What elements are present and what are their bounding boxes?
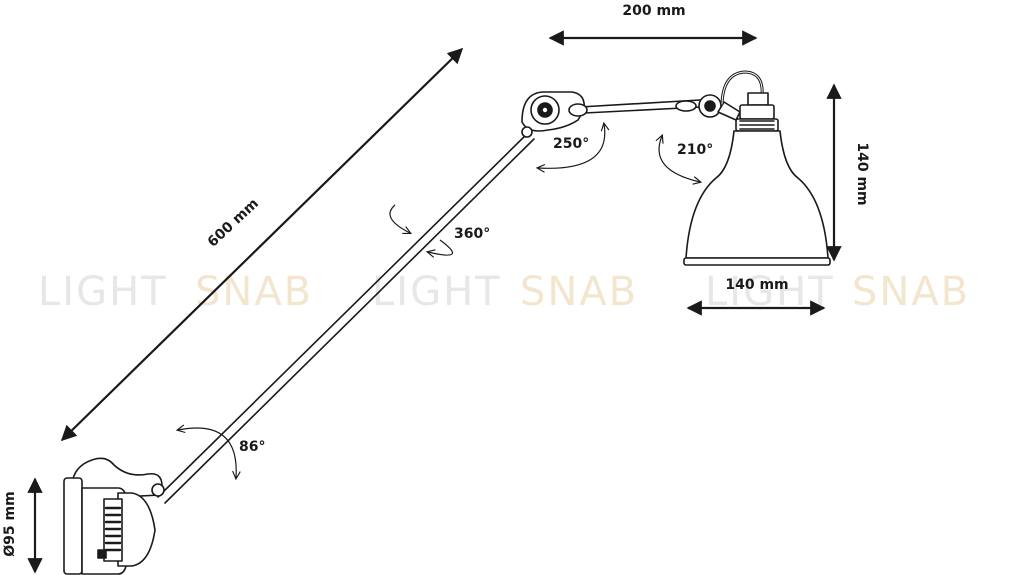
watermark-snab-2: SNAB (520, 269, 638, 315)
angle-shade-label: 210° (677, 142, 713, 158)
elbow-joint (521, 91, 588, 138)
shade (683, 70, 831, 266)
base-knurl (104, 506, 122, 552)
rotation-arrow-shade (659, 136, 700, 182)
dim-140h-label: 140 mm (854, 142, 870, 205)
dim-600-label: 600 mm (205, 196, 262, 251)
rotation-arrow-elbow (538, 124, 605, 168)
lamp-drawing (63, 70, 831, 575)
dim-600-line (60, 47, 464, 442)
rotation-arrows (178, 124, 700, 478)
angle-elbow-label: 250° (553, 136, 589, 152)
angle-arm-label: 360° (454, 226, 490, 242)
angle-labels: 86° 360° 250° 210° (239, 136, 713, 455)
shade-joint (675, 94, 741, 121)
rotation-arrow-arm-upper (389, 204, 410, 233)
dim-140w-label: 140 mm (725, 277, 788, 293)
watermark-snab-3: SNAB (852, 269, 970, 315)
watermark-light-2: LIGHT (372, 269, 502, 315)
long-arm (157, 132, 535, 504)
dim-95-label: Ø95 mm (2, 491, 18, 556)
dim-200-label: 200 mm (622, 3, 685, 19)
rotation-arrow-arm-lower (428, 239, 453, 255)
rotation-arrow-base (178, 428, 236, 478)
wall-base (63, 457, 165, 575)
dimension-lines (27, 30, 842, 574)
watermark-light-1: LIGHT (38, 269, 168, 315)
watermark: LIGHT SNAB LIGHT SNAB LIGHT SNAB (38, 269, 970, 315)
angle-base-label: 86° (239, 439, 265, 455)
